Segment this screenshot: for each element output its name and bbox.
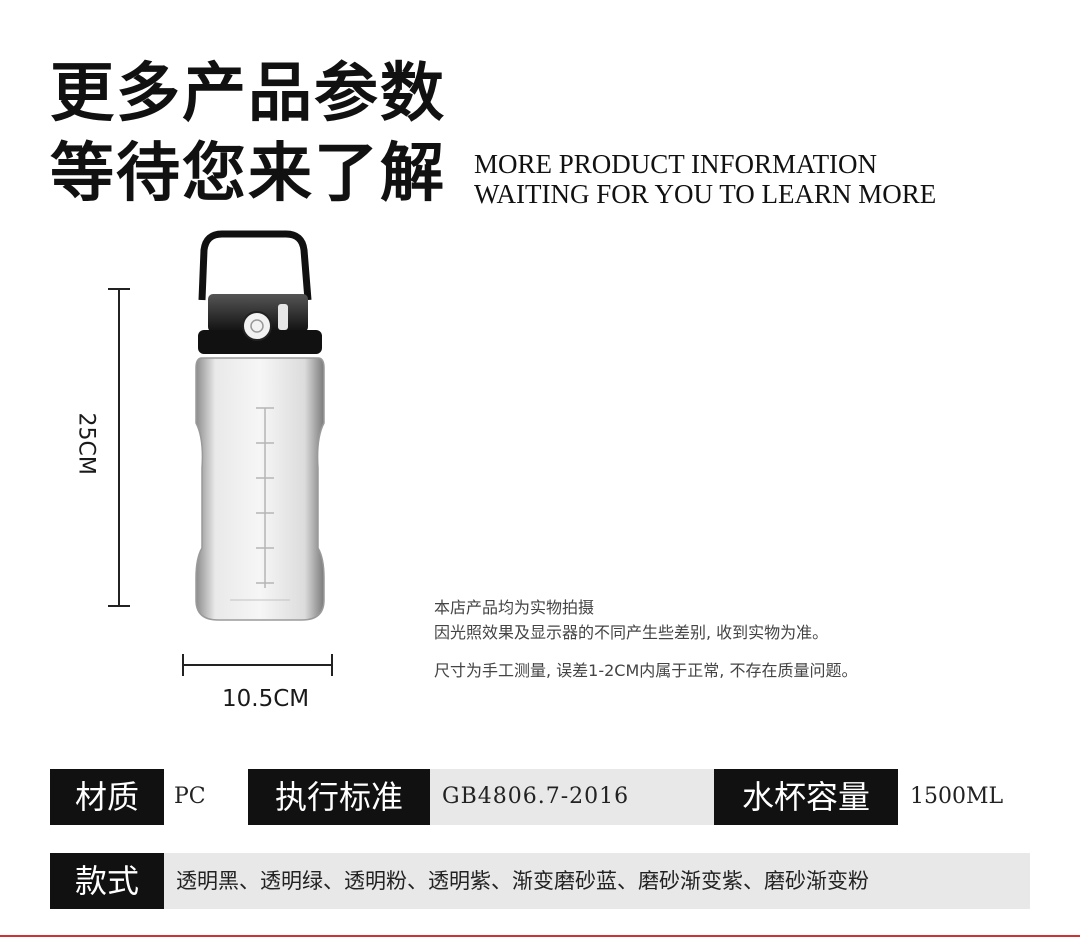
style-label: 款式 <box>50 853 164 909</box>
heading-en-line2: WAITING FOR YOU TO LEARN MORE <box>474 179 937 209</box>
height-dimension-cap-top <box>108 288 130 290</box>
height-dimension-label: 25CM <box>73 412 99 475</box>
heading-en-line1: MORE PRODUCT INFORMATION <box>474 149 878 179</box>
width-dimension-label: 10.5CM <box>222 686 310 712</box>
width-dimension-cap-right <box>331 654 333 676</box>
style-value: 透明黑、透明绿、透明粉、透明紫、渐变磨砂蓝、磨砂渐变紫、磨砂渐变粉 <box>176 869 869 893</box>
water-bottle-image <box>195 230 325 621</box>
spec-row-primary: 材质 PC 执行标准 GB4806.7-2016 水杯容量 1500ML <box>50 769 1030 825</box>
material-label: 材质 <box>50 769 164 825</box>
standard-label: 执行标准 <box>248 769 430 825</box>
width-dimension-line <box>182 664 332 666</box>
footer-accent-line <box>0 935 1080 937</box>
heading-cn-line2: 等待您来了解 <box>50 136 446 211</box>
material-value: PC <box>164 769 248 825</box>
note-line-3: 尺寸为手工测量, 误差1-2CM内属于正常, 不存在质量问题。 <box>434 661 858 680</box>
height-dimension-cap-bottom <box>108 605 130 607</box>
spec-row-style: 款式 透明黑、透明绿、透明粉、透明紫、渐变磨砂蓝、磨砂渐变紫、磨砂渐变粉 <box>50 853 1030 909</box>
note-line-2: 因光照效果及显示器的不同产生些差别, 收到实物为准。 <box>434 623 829 642</box>
standard-value: GB4806.7-2016 <box>442 784 630 809</box>
heading-cn-line1: 更多产品参数 <box>50 56 446 131</box>
width-dimension-cap-left <box>182 654 184 676</box>
capacity-value: 1500ML <box>898 769 1030 825</box>
note-line-1: 本店产品均为实物拍摄 <box>434 598 595 617</box>
capacity-label: 水杯容量 <box>714 769 898 825</box>
height-dimension-line <box>118 288 120 607</box>
